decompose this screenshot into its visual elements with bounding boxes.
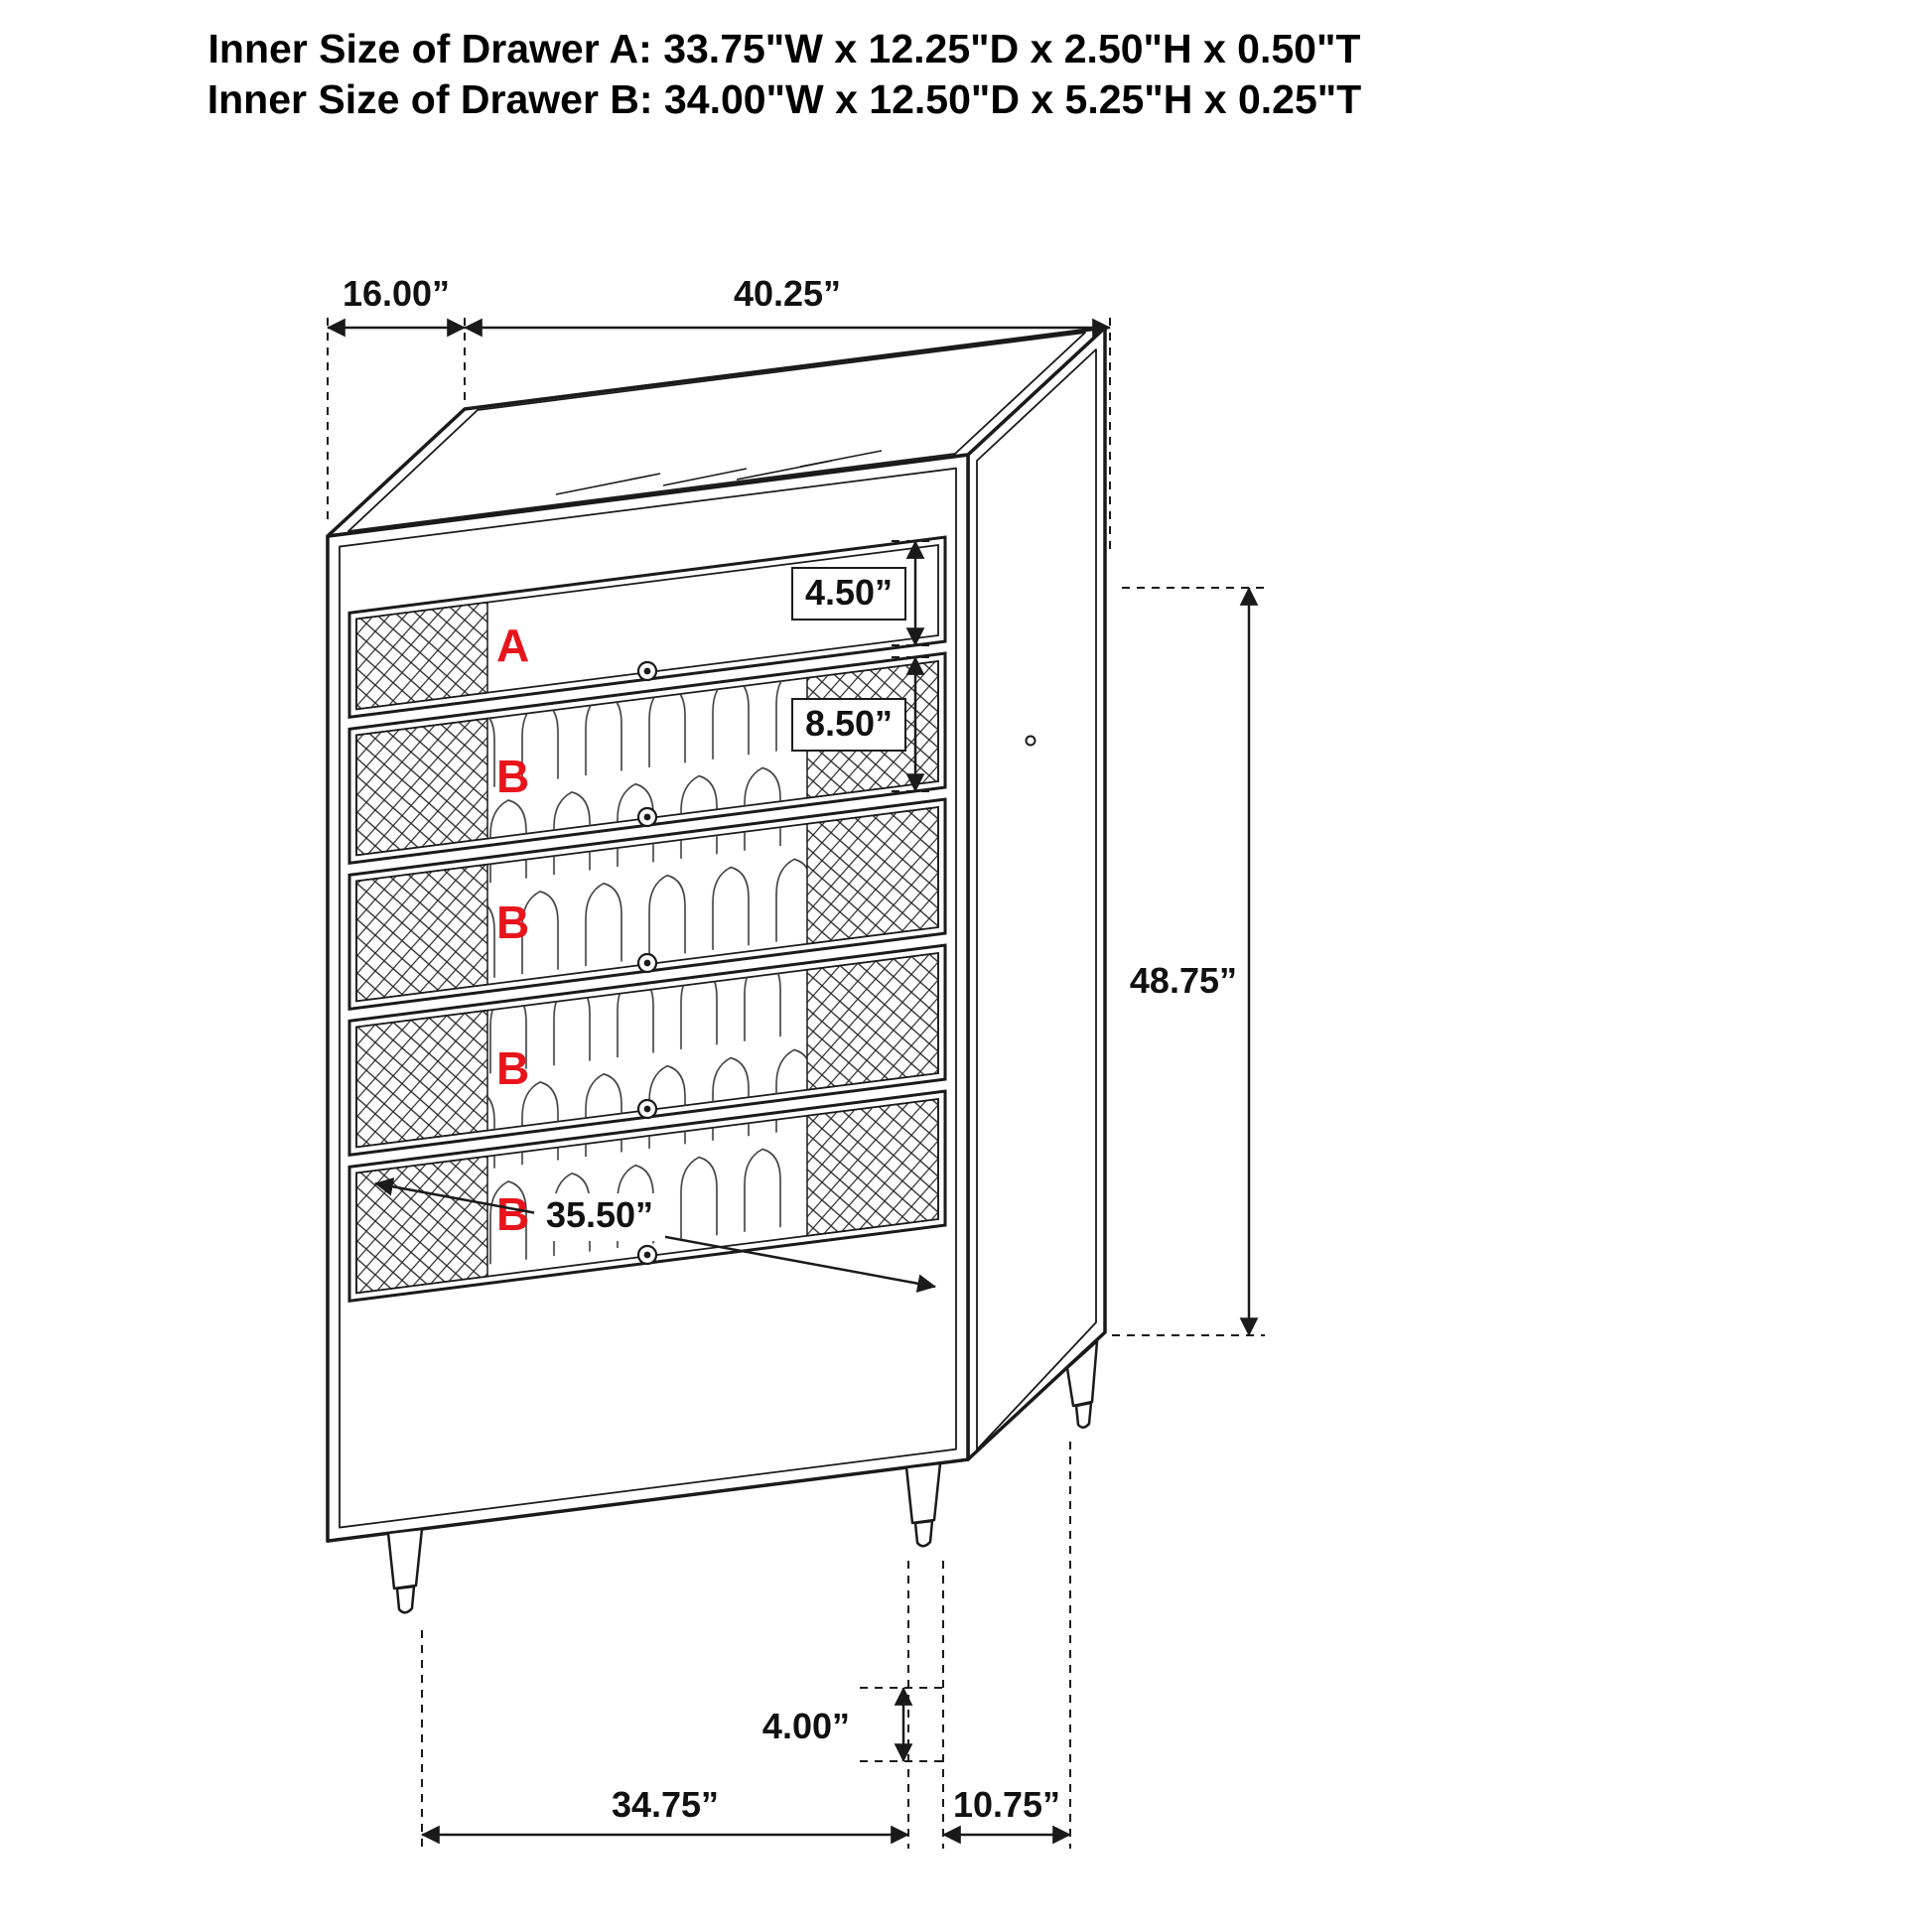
dim-drawer-width: 35.50” [374, 1177, 936, 1293]
drawer-label: B [496, 897, 529, 948]
front-right-leg [904, 1461, 942, 1548]
dim-front-leg-span: 34.75” [421, 1561, 909, 1849]
dim-label-box [791, 698, 906, 752]
dim-top-width: 40.25” [464, 273, 1111, 552]
chest-side-panel-inner-line [976, 348, 1097, 1450]
dim-drawer-a-height: 4.50” [791, 540, 933, 646]
fretwork-panel [487, 969, 807, 1131]
drawer-a-inner-size-text: Inner Size of Drawer A: 33.75"W x 12.25"… [207, 26, 1361, 71]
lattice-panel-left [355, 1009, 488, 1149]
dim-label-box [791, 567, 906, 621]
dim-label-box [534, 1193, 665, 1241]
drawer-label: A [496, 620, 529, 671]
fretwork-panel [487, 823, 807, 985]
lattice-panel-left [355, 601, 488, 711]
front-frame-inner-line [339, 467, 957, 1529]
front-left-leg [386, 1527, 424, 1614]
lattice-panel-left [355, 863, 488, 1003]
drawer-b-inner-size-text: Inner Size of Drawer B: 34.00"W x 12.50"… [207, 75, 1362, 122]
dim-drawer-b-height-label: 8.50” [805, 703, 893, 744]
back-right-leg [1065, 1339, 1099, 1429]
dim-drawer-a-height-label: 4.50” [805, 572, 893, 613]
dim-overall-height-label: 48.75” [1130, 960, 1237, 1001]
lattice-panel-right [806, 806, 939, 945]
dim-side-leg-span: 10.75” [942, 1442, 1071, 1849]
drawer-knob [636, 1244, 658, 1266]
dim-side-leg-span-label: 10.75” [953, 1784, 1060, 1825]
drawer-label: B [496, 751, 529, 802]
lattice-panel-left [355, 717, 488, 857]
drawer-knob [636, 806, 658, 828]
dim-leg-height-label: 4.00” [762, 1706, 850, 1746]
dim-drawer-b-height: 8.50” [791, 656, 933, 792]
side-peg-hole [1025, 735, 1036, 747]
drawer-b2 [347, 797, 947, 1011]
dim-top-width-label: 40.25” [734, 273, 841, 314]
chest-drawing: A B B B B [326, 326, 1107, 1614]
dim-leg-height: 4.00” [762, 1687, 945, 1762]
dim-front-leg-span-label: 34.75” [612, 1784, 719, 1825]
drawer-label: B [496, 1188, 529, 1240]
lattice-panel-right [806, 952, 939, 1091]
lattice-panel-left [355, 1155, 488, 1295]
dim-drawer-width-label: 35.50” [546, 1194, 653, 1235]
dim-top-depth-label: 16.00” [343, 273, 450, 314]
dim-top-depth: 16.00” [327, 273, 466, 520]
chest-side-panel [966, 326, 1107, 1461]
drawer-knob [636, 952, 658, 974]
drawer-label: B [496, 1042, 529, 1094]
title-block: Inner Size of Drawer A: 33.75"W x 12.25"… [0, 24, 1569, 125]
fretwork-panel [487, 677, 807, 839]
lattice-panel-right [806, 1098, 939, 1237]
drawer-knob [636, 1098, 658, 1120]
chest-legs [386, 1339, 1099, 1614]
dim-overall-height: 48.75” [1112, 587, 1265, 1336]
drawer-knob [636, 660, 658, 682]
